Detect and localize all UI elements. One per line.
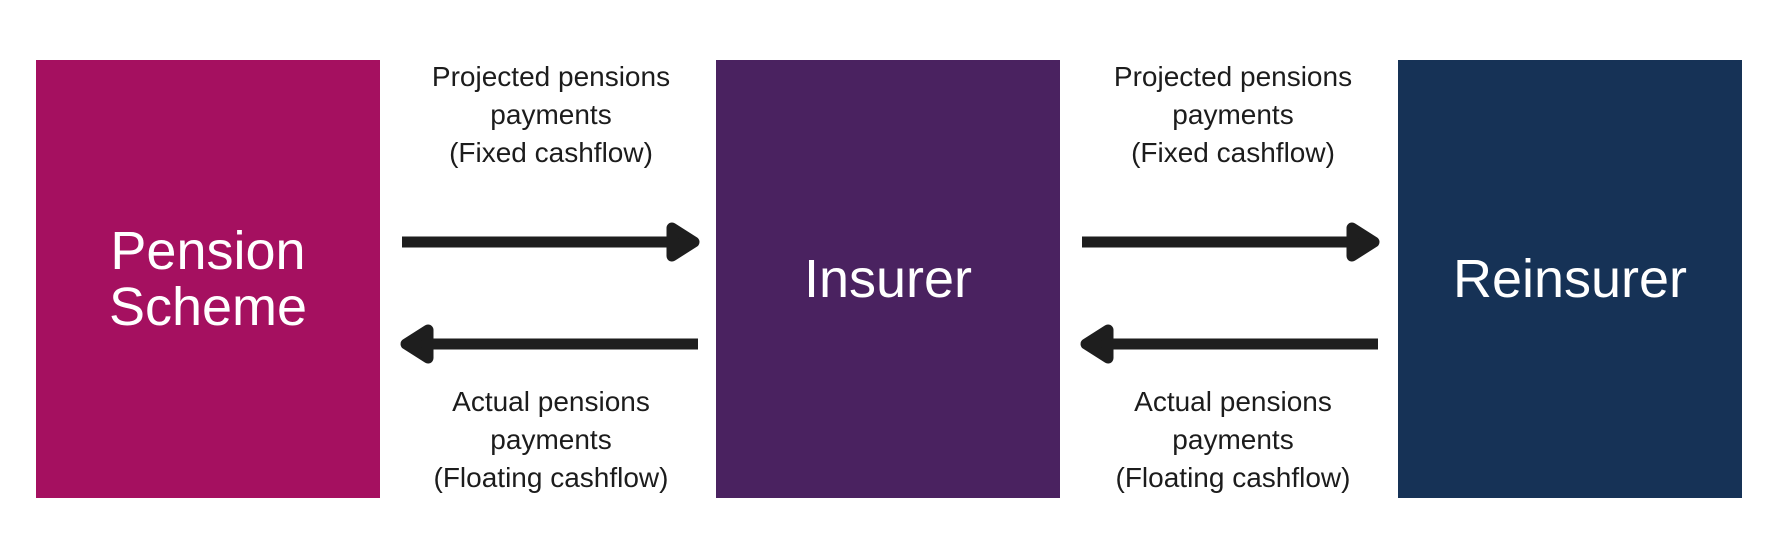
arrow-reinsurer-to-insurer <box>1080 324 1378 364</box>
flow-label-line: Projected pensions <box>431 61 671 92</box>
flow-label-pension-to-insurer: Projected pensions payments (Fixed cashf… <box>391 58 711 172</box>
flow-label-line: (Floating cashflow) <box>1115 462 1351 493</box>
arrow-pension-to-insurer <box>402 222 700 262</box>
pension-scheme-label: Pension Scheme <box>108 221 308 337</box>
flow-label-line: payments <box>1172 99 1294 130</box>
flow-label-line: payments <box>490 99 612 130</box>
arrow-insurer-to-pension <box>400 324 698 364</box>
reinsurer-box: Reinsurer <box>1398 60 1742 498</box>
flow-label-line: (Floating cashflow) <box>433 462 669 493</box>
arrow-insurer-to-reinsurer <box>1082 222 1380 262</box>
insurer-label: Insurer <box>803 249 973 309</box>
flow-label-insurer-to-pension: Actual pensions payments (Floating cashf… <box>391 383 711 497</box>
flow-label-line: (Fixed cashflow) <box>1131 137 1335 168</box>
flow-label-insurer-to-reinsurer: Projected pensions payments (Fixed cashf… <box>1073 58 1393 172</box>
flow-label-line: payments <box>1172 424 1294 455</box>
reinsurer-label: Reinsurer <box>1452 249 1688 309</box>
flow-label-line: Actual pensions <box>1134 386 1332 417</box>
insurer-box: Insurer <box>716 60 1060 498</box>
flow-label-reinsurer-to-insurer: Actual pensions payments (Floating cashf… <box>1073 383 1393 497</box>
flow-label-line: Projected pensions <box>1113 61 1353 92</box>
pension-scheme-box: Pension Scheme <box>36 60 380 498</box>
flow-label-line: Actual pensions <box>452 386 650 417</box>
flow-label-line: (Fixed cashflow) <box>449 137 653 168</box>
flow-label-line: payments <box>490 424 612 455</box>
